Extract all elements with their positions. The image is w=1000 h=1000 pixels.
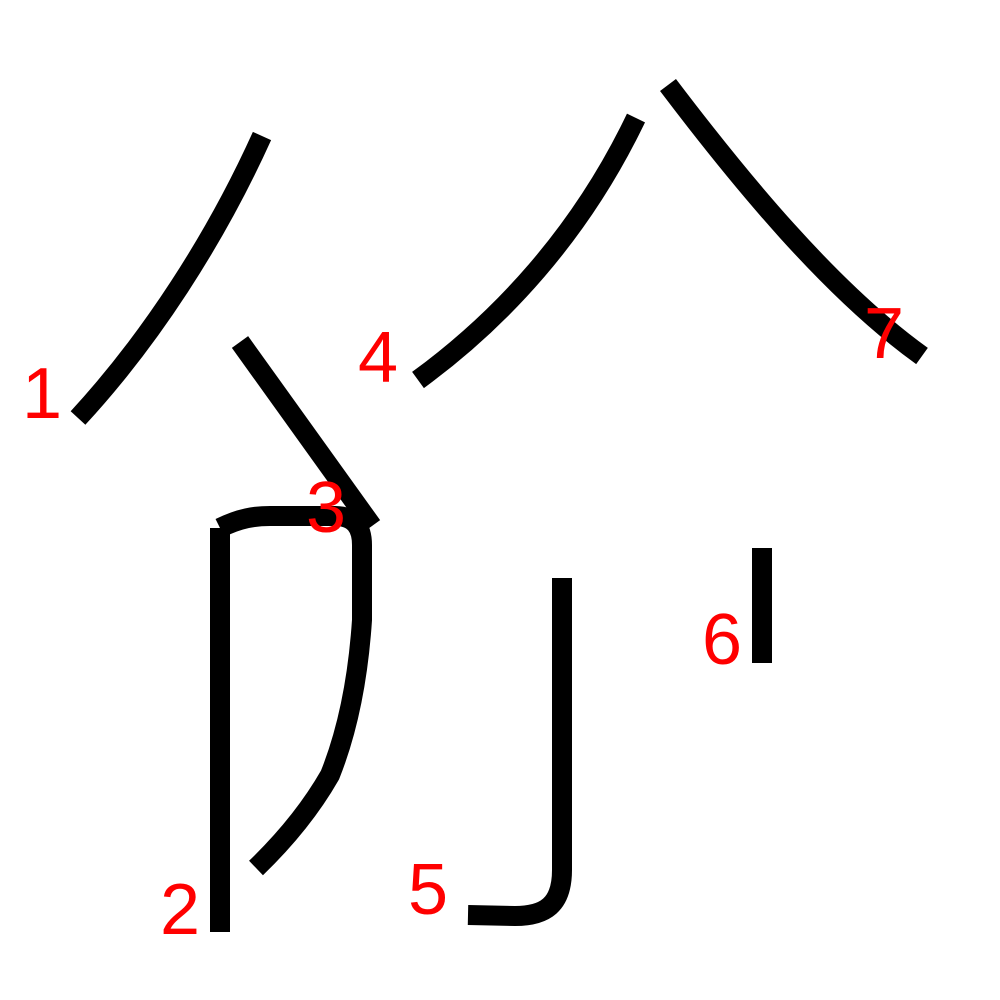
- stroke-number-label: 3: [306, 468, 346, 548]
- stroke-1: [70, 131, 272, 425]
- stroke-3: [215, 506, 372, 876]
- stroke-number-label: 1: [22, 354, 62, 434]
- stroke-number-label: 7: [864, 294, 904, 374]
- stroke-number-label: 4: [358, 318, 398, 398]
- stroke-5: [467, 578, 572, 926]
- stroke-3-start: [231, 336, 381, 532]
- stroke-4: [412, 113, 646, 389]
- stroke-number-label: 6: [702, 600, 742, 680]
- stroke-number-label: 2: [160, 870, 200, 950]
- stroke-number-label: 5: [408, 850, 448, 930]
- stroke-7: [660, 78, 928, 365]
